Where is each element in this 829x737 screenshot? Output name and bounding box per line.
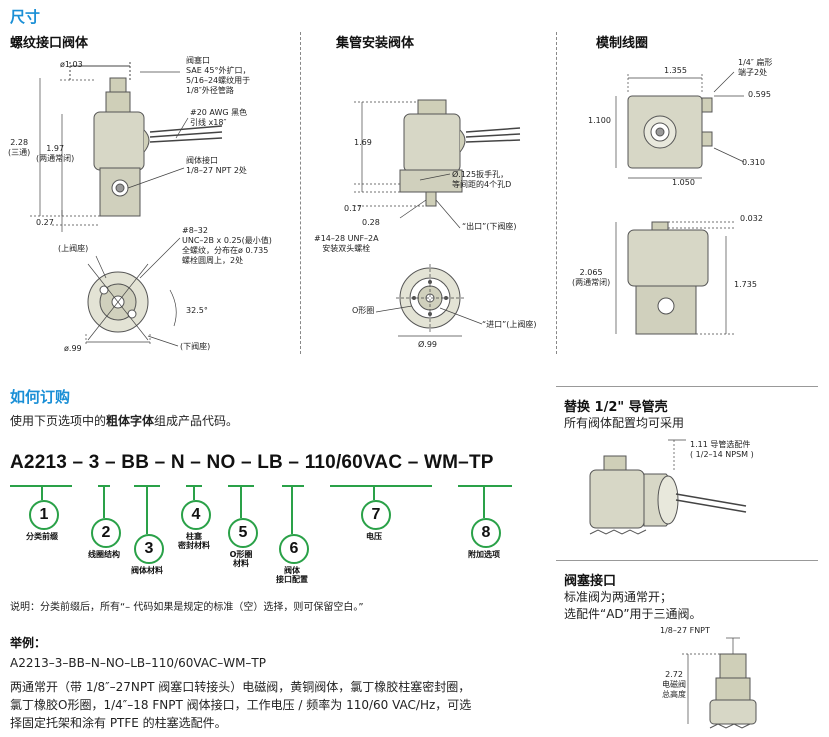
manifold-drawing [354,99,521,337]
molded-h1735: 1.735 [734,280,757,289]
manifold-out-label: “出口”(下阀座) [462,222,517,231]
threaded-title: 螺纹接口阀体 [10,36,89,51]
molded-h1100: 1.100 [588,116,611,125]
order-intro: 使用下页选项中的粗体字体组成产品代码。 [10,414,239,428]
example-title: 举例： [10,636,47,650]
plug-line1: 标准阀为两通常开； [564,590,673,604]
manifold-d028: 0.28 [362,218,380,227]
order-item-7-label: 电压 [366,532,382,541]
threaded-height-no: 1.97 (两通常闭) [36,144,75,163]
plug-npt: 1/8–27 FNPT [660,626,710,635]
order-note: 说明：分类前缀后，所有“– 代码如果是规定的标准（空）选择，则可保留空白。” [10,602,364,613]
replace-desc: 所有阀体配置均可采用 [564,416,685,430]
order-item-8-number: 8 [471,518,501,548]
order-item-1-number: 1 [29,500,59,530]
threaded-dia-bottom: ø.99 [64,344,82,353]
manifold-title: 集管安装阀体 [336,36,415,51]
order-item-3-number: 3 [134,534,164,564]
threaded-drawing [30,62,223,347]
example-desc: 两通常开（带 1/8″–27NPT 阀塞口转接头）电磁阀，黄铜阀体，氯丁橡胶柱塞… [10,680,472,730]
threaded-seat-label: 阀塞口 SAE 45°外扩口， 5/16–24螺纹用于 1/8″外径管路 [186,56,251,95]
molded-d0310: 0.310 [742,158,765,167]
molded-d0595: 0.595 [748,90,771,99]
order-item-8-label: 附加选项 [468,550,500,559]
order-item-4-number: 4 [181,500,211,530]
threaded-dim-bottom: 0.27 [36,218,54,227]
molded-tab: 1/4″ 扁形 端子2处 [738,58,773,77]
replace-drawing [589,439,747,535]
threaded-wire-label: #20 AWG 黑色 引线 x18″ [190,108,248,127]
order-item-6-number: 6 [279,534,309,564]
molded-drawing [615,71,745,335]
manifold-stud: #14–28 UNF–2A 安装双头螺栓 [314,234,379,253]
threaded-height-total: 2.28 (三通) [8,138,31,157]
molded-w1050: 1.050 [672,178,695,187]
order-item-5-number: 5 [228,518,258,548]
manifold-in-label: “进口”(上阀座) [482,320,537,329]
replace-fitting: 1.11 导管选配件 ( 1/2–14 NPSM ) [690,440,754,459]
manifold-oring: O形圈 [352,306,375,315]
molded-d0032: 0.032 [740,214,763,223]
order-item-3-label: 阀体材料 [131,566,163,575]
molded-title: 模制线圈 [596,36,649,51]
order-code: A2213 – 3 – BB – N – NO – LB – 110/60VAC… [10,452,494,473]
order-item-5-label: O形圈 材料 [229,550,253,568]
replace-rule [556,386,818,387]
order-item-6-label: 阀体 接口配置 [276,566,308,584]
order-item-2-label: 线圈结构 [88,550,120,559]
manifold-dia: Ø.99 [418,340,438,349]
plug-title: 阀塞接口 [564,574,617,589]
divider-2 [556,32,557,354]
threaded-body-port: 阀体接口 1/8–27 NPT 2处 [186,156,247,175]
order-title: 如何订购 [10,388,71,406]
order-connectors [10,485,512,534]
threaded-screw-note: #8–32 UNC–2B x 0.25(最小值) 全螺纹，分布在ø 0.735 … [182,226,272,265]
manifold-d017: 0.17 [344,204,362,213]
order-item-4-label: 柱塞 密封材料 [178,532,210,550]
section-title: 尺寸 [10,8,41,26]
plug-line2: 选配件“AD”用于三通阀。 [564,607,702,621]
plug-rule [556,560,818,561]
threaded-dia-top: ø1.03 [60,60,83,69]
threaded-lower-seat: (下阀座) [180,342,211,351]
threaded-angle: 32.5° [186,306,208,315]
order-item-7-number: 7 [361,500,391,530]
order-item-2-number: 2 [91,518,121,548]
molded-w1355: 1.355 [664,66,687,75]
order-item-1-label: 分类前缀 [26,532,58,541]
manifold-h169: 1.69 [354,138,372,147]
manifold-hole-note: Ø.125扳手孔， 等间距的4个孔D [452,170,512,189]
replace-title: 替换 1/2" 导管壳 [564,400,668,415]
molded-h2065: 2.065 (两通常闭) [572,268,611,287]
example-code: A2213–3–BB–N–NO–LB–110/60VAC–WM–TP [10,656,266,670]
plug-drawing [682,637,757,729]
plug-height: 2.72 电磁阀 总高度 [662,670,686,699]
threaded-upper-seat: (上阀座) [58,244,89,253]
divider-1 [300,32,301,354]
